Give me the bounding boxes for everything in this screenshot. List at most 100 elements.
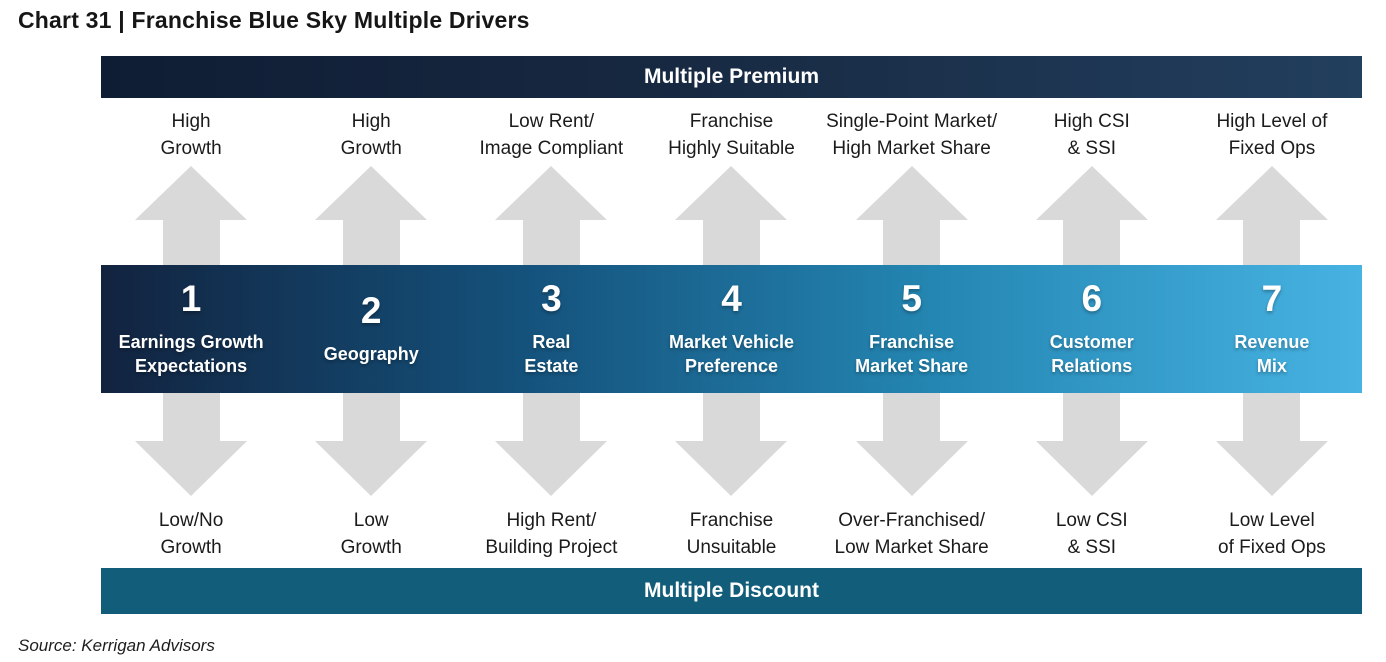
up-arrow-shaft	[162, 220, 220, 265]
down-arrow-shaft	[522, 393, 580, 441]
down-arrow-shaft	[883, 393, 941, 441]
up-arrow-shaft	[1063, 220, 1121, 265]
down-arrow-cell	[641, 393, 821, 496]
source-note: Source: Kerrigan Advisors	[18, 636, 215, 655]
driver-name: Geography	[324, 342, 419, 366]
down-arrow-icon	[315, 393, 428, 496]
premium-factor-line: High Level of	[1216, 111, 1328, 132]
up-arrows-row	[101, 166, 1362, 265]
discount-factor-line: of Fixed Ops	[1218, 537, 1326, 558]
up-arrow-icon	[1035, 166, 1148, 265]
chart-title: Chart 31 | Franchise Blue Sky Multiple D…	[18, 7, 530, 33]
premium-factor-label: Single-Point Market/High Market Share	[822, 108, 1002, 166]
premium-factor-line: Franchise	[689, 111, 774, 132]
discount-factor-line: Low CSI	[1055, 510, 1128, 531]
discount-factor-line: Low	[353, 510, 389, 531]
premium-factor-label: Low Rent/Image Compliant	[461, 108, 641, 166]
up-arrow-cell	[101, 166, 281, 265]
driver-name-line: Geography	[323, 344, 419, 364]
down-arrow-head	[315, 441, 428, 496]
up-arrow-head	[1035, 166, 1148, 220]
down-arrow-cell	[101, 393, 281, 496]
discount-factor-line: Growth	[160, 537, 222, 558]
up-arrow-icon	[1215, 166, 1328, 265]
up-arrow-head	[1215, 166, 1328, 220]
driver-name-line: Estate	[524, 356, 579, 376]
discount-factor-line: Over-Franchised/	[838, 510, 986, 531]
driver-number: 6	[1081, 278, 1103, 319]
up-arrow-cell	[281, 166, 461, 265]
driver-number: 3	[541, 278, 562, 319]
multiple-discount-label: Multiple Discount	[644, 579, 819, 602]
driver-name-line: Expectations	[135, 356, 248, 376]
driver-name-line: Market Share	[855, 356, 969, 376]
discount-factor-line: Low/No	[158, 510, 224, 531]
up-arrow-shaft	[522, 220, 580, 265]
premium-factor-line: High	[351, 111, 391, 132]
premium-factor-line: High Market Share	[832, 138, 991, 159]
driver-name-line: Mix	[1256, 356, 1287, 376]
down-arrow-cell	[1002, 393, 1182, 496]
down-arrow-head	[1215, 441, 1328, 496]
premium-factor-line: High CSI	[1053, 111, 1130, 132]
driver-name-line: Real	[532, 332, 571, 352]
driver-name-line: Customer	[1049, 332, 1134, 352]
down-arrow-icon	[1035, 393, 1148, 496]
up-arrow-cell	[1002, 166, 1182, 265]
driver-name-line: Preference	[684, 356, 779, 376]
up-arrow-head	[315, 166, 428, 220]
up-arrow-head	[855, 166, 968, 220]
down-arrow-head	[675, 441, 788, 496]
up-arrow-cell	[641, 166, 821, 265]
down-arrows-row	[101, 393, 1362, 496]
driver-name-line: Market Vehicle	[668, 332, 795, 352]
up-arrow-icon	[495, 166, 608, 265]
premium-factor-line: Highly Suitable	[668, 138, 795, 159]
discount-factor-label: Over-Franchised/Low Market Share	[822, 507, 1002, 561]
up-arrow-head	[135, 166, 248, 220]
up-arrow-cell	[1182, 166, 1362, 265]
down-arrow-cell	[461, 393, 641, 496]
down-arrow-icon	[1215, 393, 1328, 496]
up-arrow-head	[675, 166, 788, 220]
premium-factor-line: Image Compliant	[479, 138, 624, 159]
premium-factor-line: Growth	[340, 138, 402, 159]
down-arrow-icon	[855, 393, 968, 496]
multiple-discount-bar: Multiple Discount	[101, 568, 1362, 614]
up-arrow-icon	[855, 166, 968, 265]
driver-name-line: Franchise	[869, 332, 955, 352]
driver-name-line: Earnings Growth	[118, 332, 264, 352]
premium-factor-line: & SSI	[1067, 138, 1117, 159]
down-arrow-icon	[495, 393, 608, 496]
up-arrow-head	[495, 166, 608, 220]
premium-factor-line: Low Rent/	[508, 111, 595, 132]
down-arrow-head	[135, 441, 248, 496]
down-arrow-shaft	[702, 393, 760, 441]
discount-factor-line: Unsuitable	[686, 537, 777, 558]
discount-factor-line: Growth	[340, 537, 402, 558]
down-arrow-cell	[1182, 393, 1362, 496]
multiple-premium-label: Multiple Premium	[643, 65, 820, 88]
down-arrow-cell	[822, 393, 1002, 496]
down-arrow-shaft	[162, 393, 220, 441]
discount-factor-line: & SSI	[1067, 537, 1117, 558]
